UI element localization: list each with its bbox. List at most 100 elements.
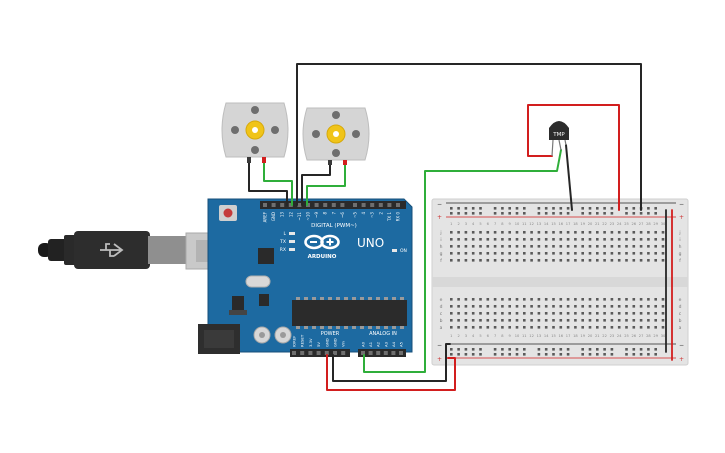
breadboard-hole[interactable] bbox=[661, 238, 665, 241]
breadboard-hole[interactable] bbox=[566, 231, 570, 234]
breadboard-hole[interactable] bbox=[450, 207, 453, 210]
breadboard-hole[interactable] bbox=[530, 245, 533, 248]
header-pin-hole[interactable] bbox=[399, 351, 403, 355]
breadboard-hole[interactable] bbox=[471, 319, 475, 322]
breadboard-hole[interactable] bbox=[647, 259, 650, 262]
breadboard-hole[interactable] bbox=[617, 231, 621, 234]
breadboard-hole[interactable] bbox=[632, 348, 636, 351]
breadboard-hole[interactable] bbox=[647, 326, 650, 329]
breadboard-hole[interactable] bbox=[508, 238, 511, 241]
breadboard-hole[interactable] bbox=[501, 207, 504, 210]
breadboard-hole[interactable] bbox=[552, 238, 555, 241]
breadboard-hole[interactable] bbox=[647, 238, 650, 241]
header-pin-hole[interactable] bbox=[391, 351, 396, 355]
breadboard-hole[interactable] bbox=[610, 305, 614, 308]
breadboard-hole[interactable] bbox=[464, 353, 468, 356]
breadboard-hole[interactable] bbox=[610, 259, 614, 262]
breadboard-hole[interactable] bbox=[566, 207, 570, 210]
breadboard-hole[interactable] bbox=[625, 212, 628, 215]
breadboard-hole[interactable] bbox=[544, 245, 548, 248]
breadboard-hole[interactable] bbox=[493, 298, 497, 301]
breadboard-hole[interactable] bbox=[544, 212, 548, 215]
breadboard-hole[interactable] bbox=[515, 231, 519, 234]
breadboard-hole[interactable] bbox=[559, 231, 563, 234]
breadboard-hole[interactable] bbox=[588, 207, 592, 210]
breadboard-hole[interactable] bbox=[523, 259, 526, 262]
header-pin-hole[interactable] bbox=[333, 351, 337, 355]
breadboard-hole[interactable] bbox=[523, 312, 526, 315]
breadboard-hole[interactable] bbox=[625, 319, 628, 322]
breadboard-hole[interactable] bbox=[493, 245, 497, 248]
breadboard-hole[interactable] bbox=[493, 212, 497, 215]
wire-red-5v[interactable] bbox=[326, 354, 456, 391]
breadboard-hole[interactable] bbox=[486, 231, 490, 234]
breadboard-hole[interactable] bbox=[464, 305, 468, 308]
breadboard-hole[interactable] bbox=[617, 305, 621, 308]
breadboard-hole[interactable] bbox=[632, 312, 636, 315]
breadboard-hole[interactable] bbox=[501, 231, 504, 234]
wire-black-gnd[interactable] bbox=[332, 343, 451, 382]
breadboard-hole[interactable] bbox=[450, 305, 453, 308]
breadboard-hole[interactable] bbox=[581, 319, 584, 322]
breadboard-hole[interactable] bbox=[486, 252, 490, 255]
header-pin-hole[interactable] bbox=[383, 351, 388, 355]
breadboard-hole[interactable] bbox=[508, 353, 511, 356]
breadboard-hole[interactable] bbox=[471, 326, 475, 329]
breadboard-hole[interactable] bbox=[566, 305, 570, 308]
breadboard-hole[interactable] bbox=[464, 238, 468, 241]
breadboard-hole[interactable] bbox=[617, 252, 621, 255]
breadboard-hole[interactable] bbox=[537, 319, 541, 322]
breadboard-hole[interactable] bbox=[610, 252, 614, 255]
breadboard-hole[interactable] bbox=[639, 319, 643, 322]
breadboard-hole[interactable] bbox=[625, 207, 628, 210]
breadboard-hole[interactable] bbox=[559, 353, 563, 356]
breadboard-hole[interactable] bbox=[632, 231, 636, 234]
breadboard-hole[interactable] bbox=[639, 353, 643, 356]
breadboard-hole[interactable] bbox=[654, 326, 657, 329]
breadboard-hole[interactable] bbox=[493, 305, 497, 308]
breadboard-hole[interactable] bbox=[610, 245, 614, 248]
breadboard-hole[interactable] bbox=[610, 326, 614, 329]
breadboard-hole[interactable] bbox=[552, 298, 555, 301]
breadboard-hole[interactable] bbox=[523, 238, 526, 241]
breadboard-hole[interactable] bbox=[544, 207, 548, 210]
breadboard-hole[interactable] bbox=[588, 212, 592, 215]
breadboard-hole[interactable] bbox=[544, 353, 548, 356]
breadboard-hole[interactable] bbox=[632, 259, 636, 262]
breadboard-hole[interactable] bbox=[639, 348, 643, 351]
breadboard-hole[interactable] bbox=[559, 312, 563, 315]
breadboard-hole[interactable] bbox=[632, 305, 636, 308]
breadboard-hole[interactable] bbox=[544, 231, 548, 234]
breadboard-hole[interactable] bbox=[508, 252, 511, 255]
breadboard-hole[interactable] bbox=[559, 252, 563, 255]
breadboard-hole[interactable] bbox=[647, 353, 650, 356]
breadboard-hole[interactable] bbox=[632, 207, 636, 210]
breadboard-hole[interactable] bbox=[486, 312, 490, 315]
breadboard-hole[interactable] bbox=[544, 326, 548, 329]
breadboard-hole[interactable] bbox=[596, 259, 599, 262]
header-pin-hole[interactable] bbox=[324, 351, 329, 355]
breadboard-hole[interactable] bbox=[493, 319, 497, 322]
breadboard-hole[interactable] bbox=[654, 353, 657, 356]
breadboard-hole[interactable] bbox=[530, 231, 533, 234]
breadboard-hole[interactable] bbox=[596, 298, 599, 301]
header-pin-hole[interactable] bbox=[271, 203, 276, 207]
breadboard-hole[interactable] bbox=[588, 312, 592, 315]
breadboard-hole[interactable] bbox=[471, 259, 475, 262]
breadboard-hole[interactable] bbox=[544, 312, 548, 315]
breadboard-hole[interactable] bbox=[486, 238, 490, 241]
breadboard-hole[interactable] bbox=[501, 252, 504, 255]
breadboard-hole[interactable] bbox=[574, 238, 577, 241]
breadboard-hole[interactable] bbox=[530, 319, 533, 322]
wire-green-motor1[interactable] bbox=[263, 160, 293, 206]
breadboard-hole[interactable] bbox=[574, 312, 577, 315]
breadboard-hole[interactable] bbox=[523, 212, 526, 215]
breadboard-hole[interactable] bbox=[588, 348, 592, 351]
breadboard-hole[interactable] bbox=[610, 207, 614, 210]
breadboard-hole[interactable] bbox=[457, 212, 460, 215]
header-pin-hole[interactable] bbox=[297, 203, 302, 207]
breadboard-hole[interactable] bbox=[515, 319, 519, 322]
breadboard-hole[interactable] bbox=[537, 305, 541, 308]
breadboard-hole[interactable] bbox=[632, 245, 636, 248]
breadboard-hole[interactable] bbox=[464, 252, 468, 255]
